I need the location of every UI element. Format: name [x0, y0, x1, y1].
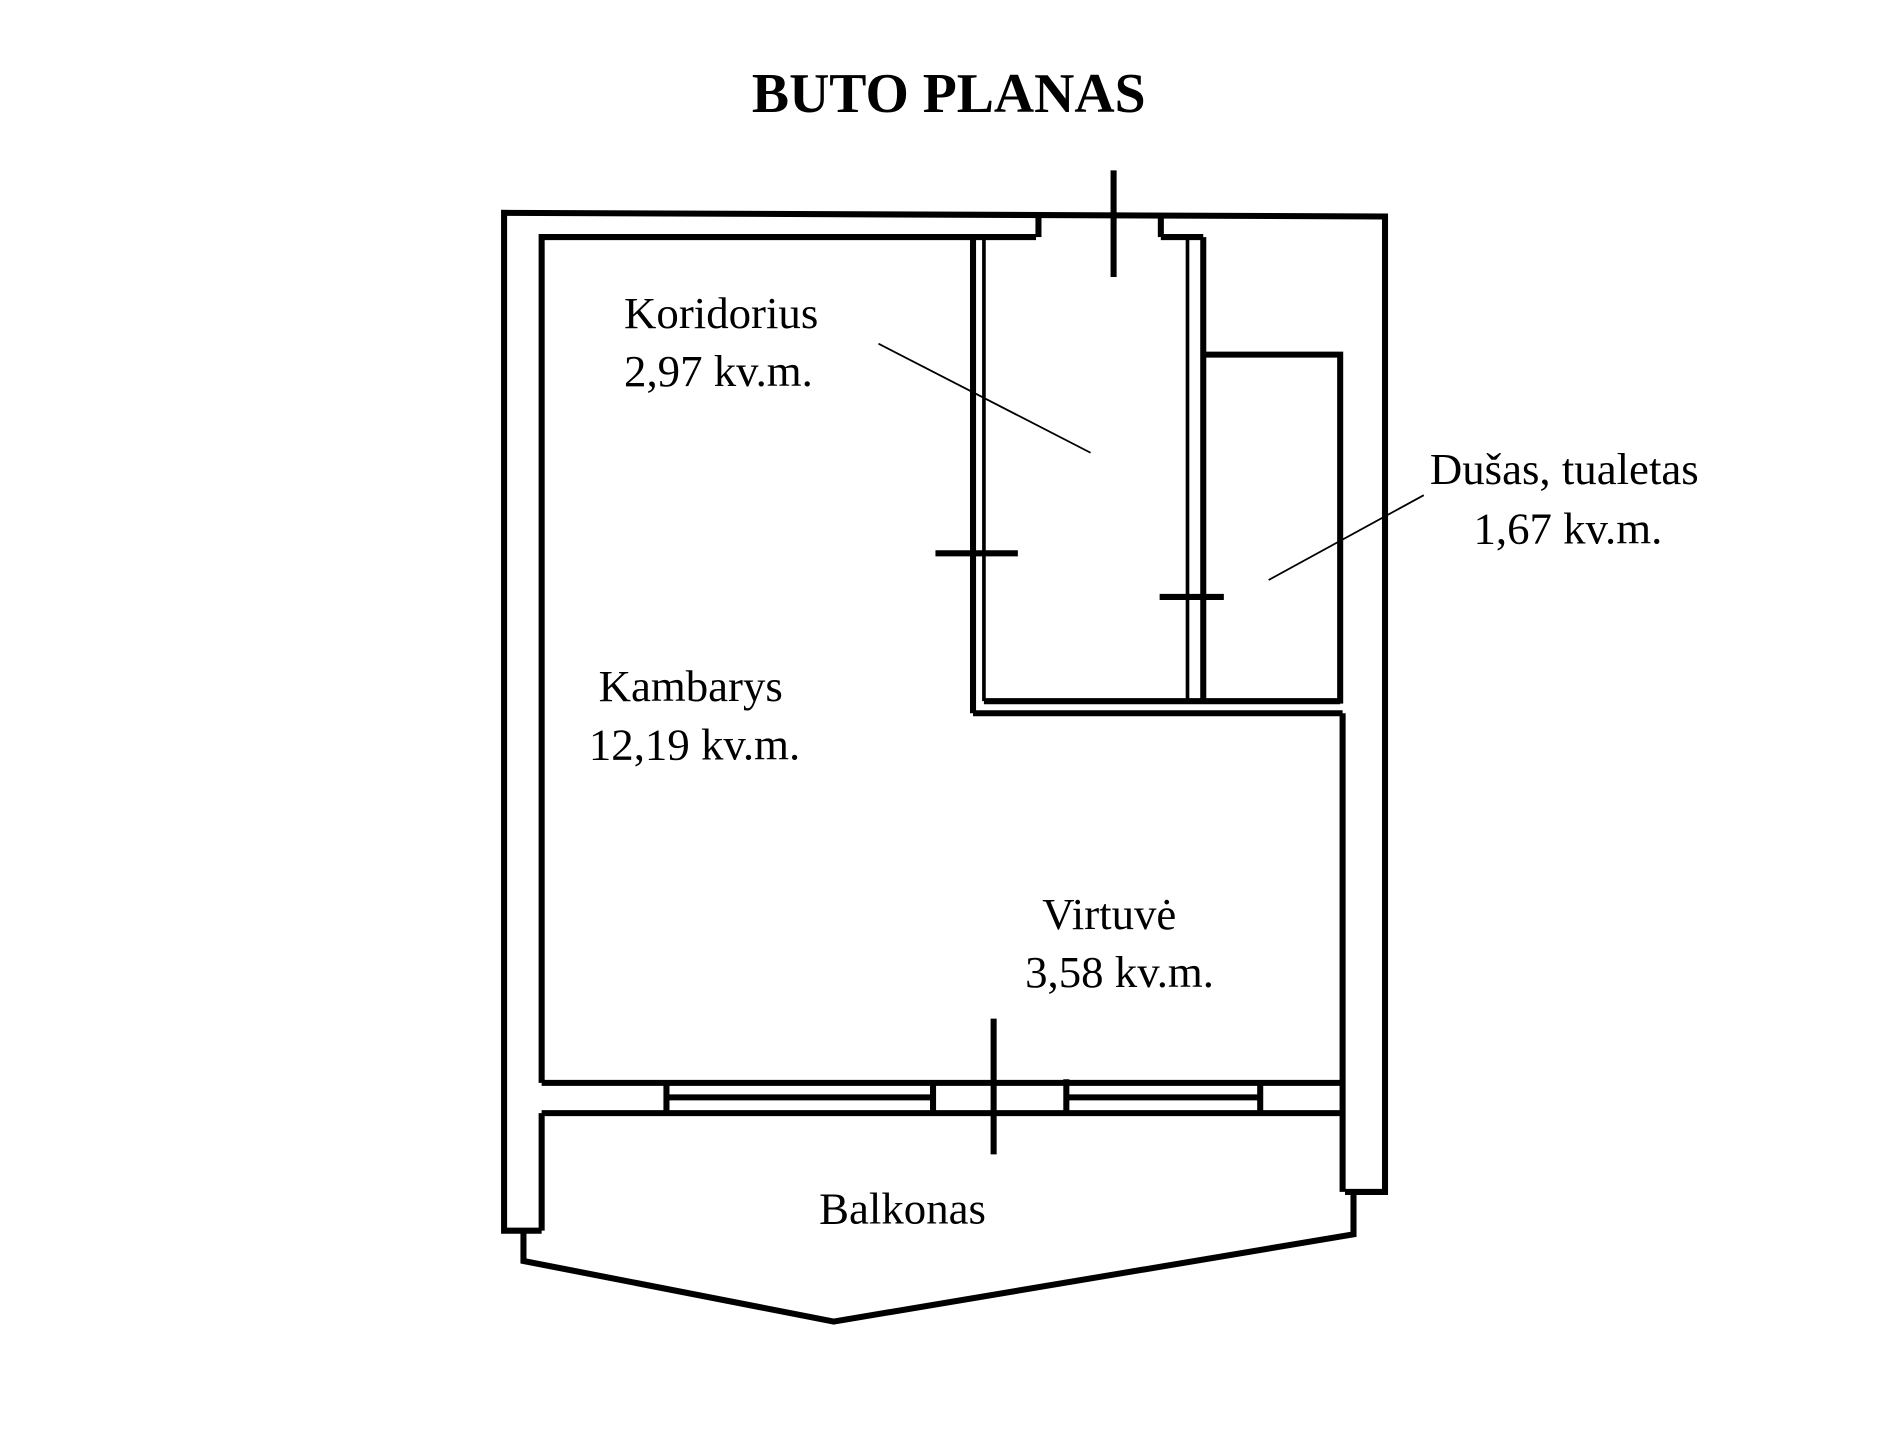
room-name: Dušas, tualetas — [1430, 444, 1699, 494]
room-label-koridorius: Koridorius 2,97 kv.m. — [624, 288, 818, 396]
room-label-dusas: Dušas, tualetas 1,67 kv.m. — [1430, 444, 1699, 553]
leader-lines — [878, 342, 1425, 581]
room-label-kambarys: Kambarys 12,19 kv.m. — [589, 661, 800, 769]
room-name: Kambarys — [599, 661, 783, 711]
room-area: 12,19 kv.m. — [589, 719, 800, 769]
room-label-virtuve: Virtuvė 3,58 kv.m. — [1025, 889, 1214, 997]
room-area: 3,58 kv.m. — [1025, 947, 1214, 997]
plan-title: BUTO PLANAS — [752, 63, 1146, 125]
room-name: Balkonas — [819, 1183, 986, 1233]
room-name: Koridorius — [624, 288, 818, 338]
walls — [501, 209, 1389, 1325]
room-area: 2,97 kv.m. — [624, 346, 813, 396]
room-name: Virtuvė — [1042, 889, 1176, 939]
room-area: 1,67 kv.m. — [1473, 504, 1662, 554]
room-label-balkonas: Balkonas — [819, 1183, 986, 1233]
door-marks — [935, 170, 1224, 1155]
